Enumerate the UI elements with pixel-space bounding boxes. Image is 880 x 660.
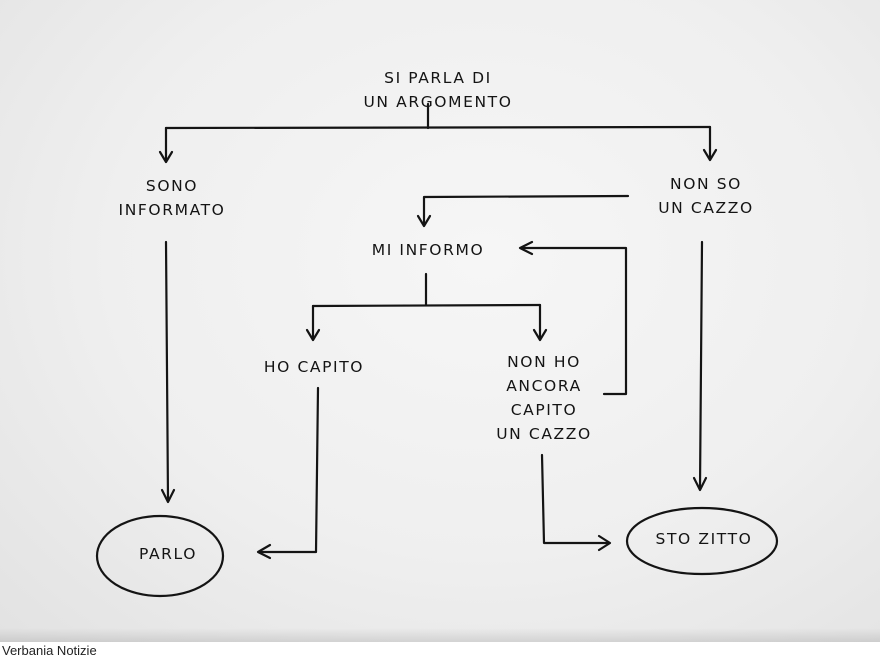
node-clueless: NON SO UN CAZZO — [658, 172, 754, 220]
diagram-connectors — [95, 102, 779, 598]
node-not-understood: NON HO ANCORA CAPITO UN CAZZO — [496, 350, 592, 446]
node-start-line-1: SI PARLA DI — [384, 69, 492, 87]
arrowhead-speak-right — [256, 543, 272, 560]
node-understood: HO CAPITO — [264, 355, 364, 379]
edge-not-understood-to-inform — [520, 246, 628, 396]
arrowhead-clueless — [702, 148, 718, 162]
arrowhead-informed — [158, 150, 174, 164]
node-clueless-line-2: UN CAZZO — [658, 199, 754, 217]
node-quiet-line-1: STO ZITTO — [655, 530, 753, 548]
node-informed: SONO INFORMATO — [119, 174, 226, 222]
edge-understood-to-speak — [258, 386, 320, 554]
arrowhead-speak-top — [160, 488, 176, 504]
arrowhead-loop — [518, 240, 534, 256]
node-speak: PARLO — [139, 542, 197, 566]
arrowhead-quiet-left — [597, 534, 612, 552]
node-speak-line-1: PARLO — [138, 545, 198, 563]
paper-background — [0, 0, 880, 642]
arrowhead-inform — [416, 214, 432, 228]
node-inform-line-1: MI INFORMO — [371, 241, 485, 259]
edge-clueless-to-inform — [422, 194, 630, 226]
edge-not-understood-to-quiet — [540, 453, 610, 545]
quiet-ellipse — [625, 506, 779, 576]
edge-clueless-to-quiet — [698, 240, 704, 490]
image-caption: Verbania Notizie — [2, 643, 97, 658]
speak-ellipse — [95, 514, 225, 598]
arrowhead-understood — [305, 328, 321, 342]
node-not-understood-line-1: NON HO — [507, 353, 581, 371]
node-start: SI PARLA DI UN ARGOMENTO — [363, 66, 512, 114]
node-informed-line-1: SONO — [145, 177, 199, 195]
edge-start-bar — [164, 125, 712, 130]
edge-informed-to-speak — [164, 240, 170, 502]
node-understood-line-1: HO CAPITO — [263, 358, 365, 376]
node-inform: MI INFORMO — [372, 238, 485, 262]
node-not-understood-line-4: UN CAZZO — [496, 425, 592, 443]
node-not-understood-line-2: ANCORA — [506, 377, 582, 395]
node-start-line-2: UN ARGOMENTO — [363, 93, 513, 111]
node-not-understood-line-3: CAPITO — [510, 401, 578, 419]
node-quiet: STO ZITTO — [656, 527, 753, 551]
arrowhead-quiet-top — [692, 476, 708, 492]
edge-inform-bar — [311, 303, 542, 308]
node-clueless-line-1: NON SO — [670, 175, 742, 193]
node-informed-line-2: INFORMATO — [118, 201, 226, 219]
arrowhead-not-understood — [532, 328, 548, 342]
